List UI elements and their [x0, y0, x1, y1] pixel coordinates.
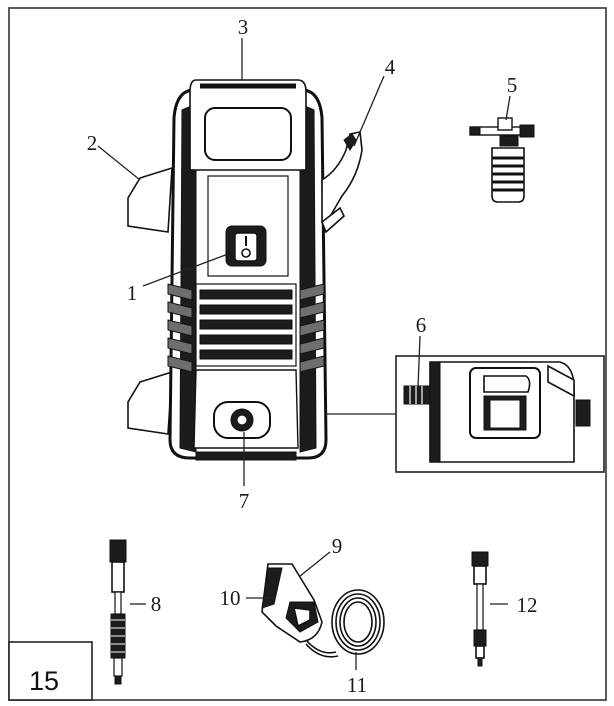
- callout-3: 3: [238, 15, 249, 39]
- detail-inset: [395, 355, 605, 473]
- callout-7: 7: [239, 489, 250, 513]
- callout-labels: 1 2 3 4 5 6 7 8 9 10 11 12: [87, 15, 538, 697]
- leader-lines: [97, 38, 511, 670]
- callout-11: 11: [347, 673, 367, 697]
- page-number: 15: [29, 666, 59, 696]
- water-outlet-center: [236, 414, 248, 426]
- callout-10: 10: [220, 586, 241, 610]
- switch-off-mark: [241, 248, 251, 258]
- callout-6: 6: [416, 313, 427, 337]
- hose-coil: [305, 589, 385, 658]
- upper-side-hook: [127, 166, 173, 233]
- handle-opening: [204, 107, 292, 161]
- left-side-slats: [167, 283, 193, 373]
- right-side-slats: [299, 283, 325, 373]
- washer-body: [127, 79, 328, 461]
- spray-lance-12: [471, 551, 489, 667]
- callout-5: 5: [507, 73, 518, 97]
- power-switch: [234, 232, 258, 262]
- callout-8: 8: [151, 592, 162, 616]
- spray-lance-8: [109, 539, 127, 685]
- vent-grille: [195, 283, 297, 367]
- lower-side-hook: [127, 370, 173, 435]
- inset-knob: [403, 385, 431, 405]
- callout-2: 2: [87, 131, 98, 155]
- gun-holder: [321, 131, 363, 234]
- detergent-bottle: [469, 117, 535, 203]
- spray-gun: [261, 563, 323, 643]
- callout-12: 12: [517, 593, 538, 617]
- callout-9: 9: [332, 534, 343, 558]
- callout-1: 1: [127, 281, 138, 305]
- base-strip: [195, 451, 297, 461]
- page-number-box: 15: [8, 641, 93, 701]
- callout-4: 4: [385, 55, 396, 79]
- page-frame: [8, 7, 607, 701]
